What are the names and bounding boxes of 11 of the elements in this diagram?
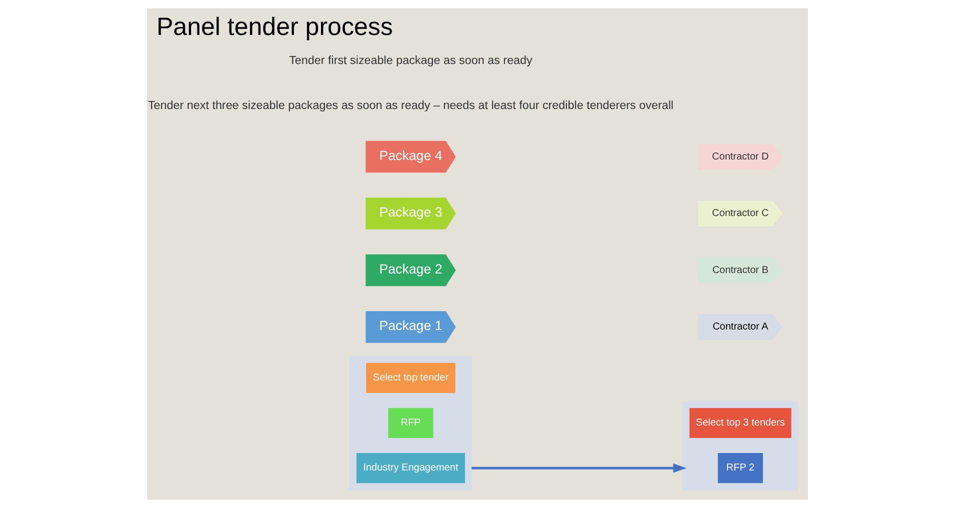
node-box: RFP bbox=[388, 408, 433, 438]
diagram-title: Panel tender process bbox=[156, 12, 392, 41]
label: Tender first sizeable package as soon as ready bbox=[288, 54, 532, 67]
label: Tender next three sizeable packages as soon as ready – needs at least four credible tenderers overall bbox=[147, 98, 674, 112]
arrow bbox=[471, 463, 686, 473]
node-box: Industry Engagement bbox=[356, 453, 464, 484]
cluster bbox=[682, 400, 798, 490]
node-box: Select top 3 tenders bbox=[688, 408, 791, 438]
node-box: Select top tender bbox=[366, 362, 455, 393]
cluster bbox=[348, 356, 472, 490]
node-box: RFP 2 bbox=[717, 453, 762, 484]
